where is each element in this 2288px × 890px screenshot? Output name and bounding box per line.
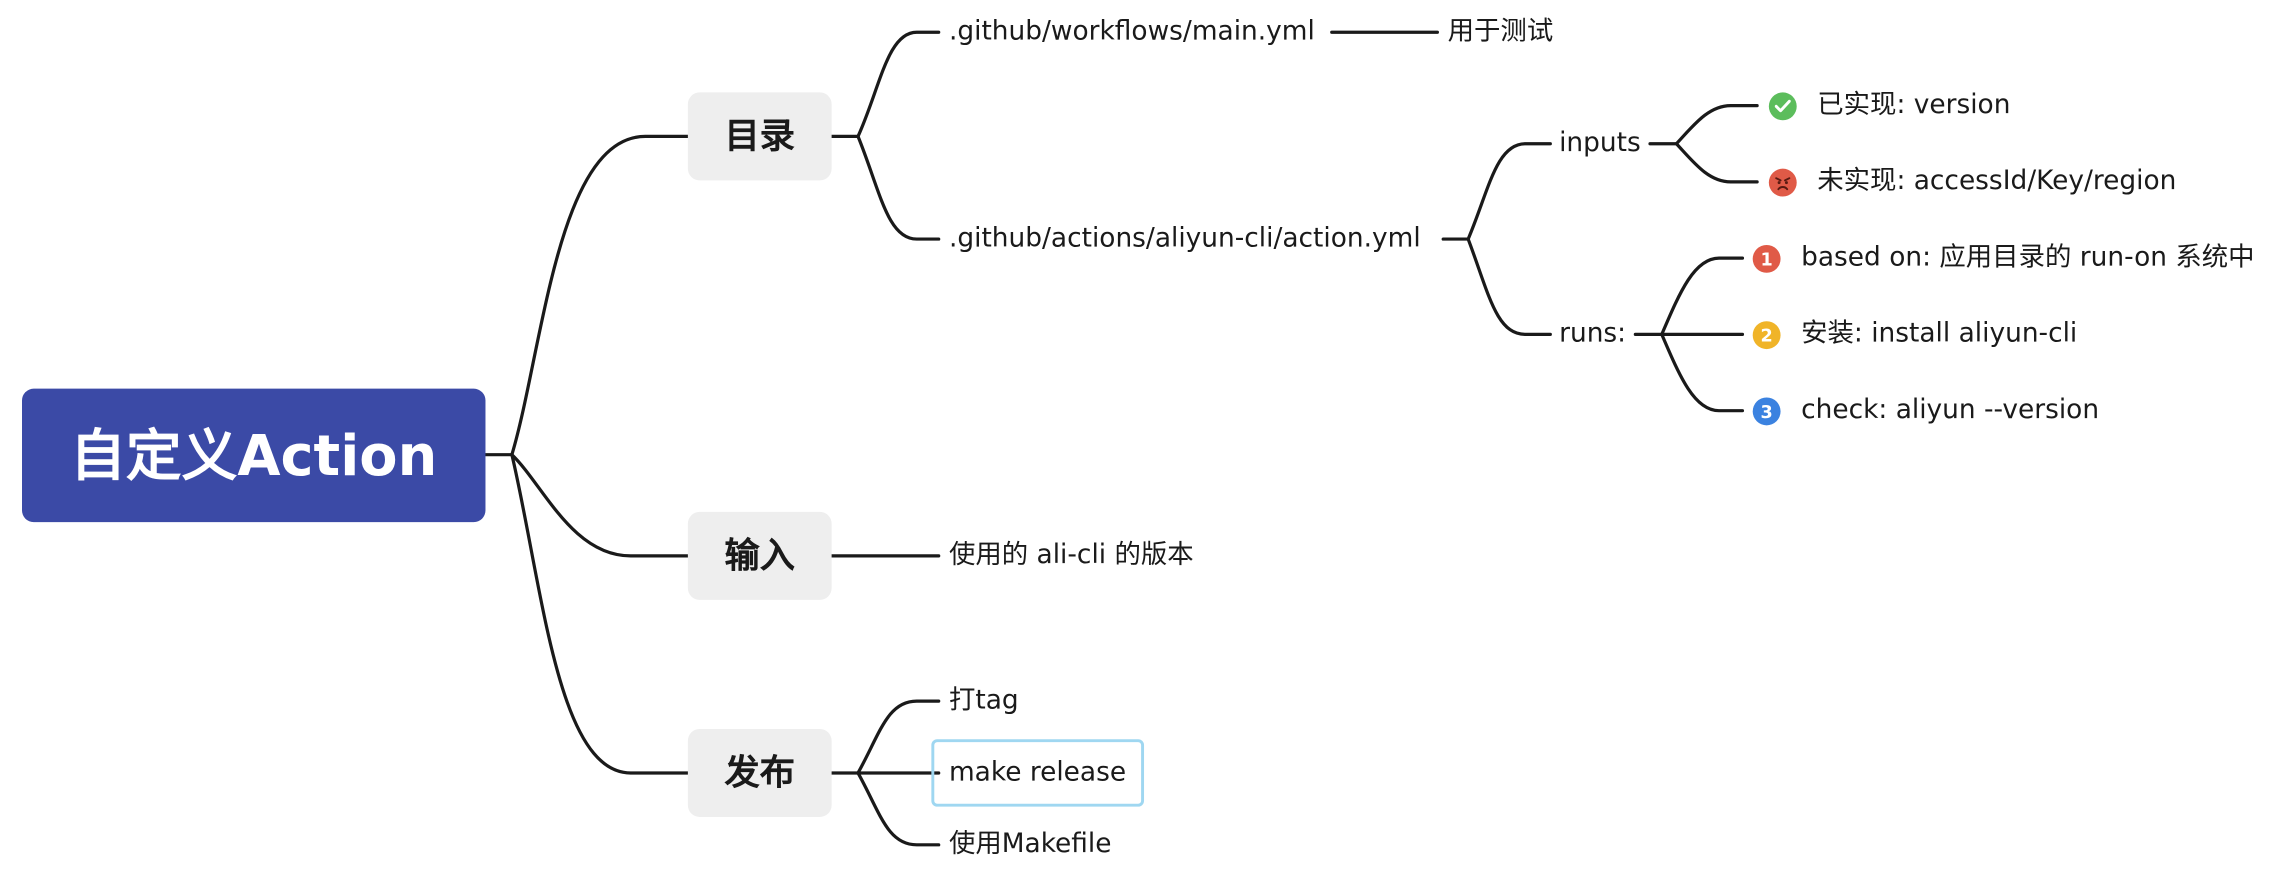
link-action-runs: [1466, 237, 1552, 337]
step-number-3-icon: 3: [1752, 397, 1781, 426]
link-action-inputs: [1466, 142, 1552, 241]
step-number-1-icon: 1: [1752, 244, 1781, 273]
topic-not-implemented[interactable]: 未实现: accessId/Key/region: [1817, 165, 2177, 197]
link-root-publish: [510, 453, 690, 775]
topic-workflow-note[interactable]: 用于测试: [1447, 16, 1554, 47]
link-inputs-not-implemented: [1674, 142, 1759, 184]
link-inputs-implemented: [1674, 103, 1759, 146]
branch-publish[interactable]: 发布: [687, 728, 832, 817]
link-publish-makefile: [856, 771, 941, 847]
link-directory-workflow: [856, 30, 941, 139]
link-runs-step-3: [1660, 332, 1745, 413]
topic-implemented[interactable]: 已实现: version: [1817, 89, 2011, 121]
topic-inputs[interactable]: inputs: [1559, 127, 1641, 159]
branch-input[interactable]: 输入: [687, 511, 832, 600]
topic-workflow-file[interactable]: .github/workflows/main.yml: [948, 16, 1315, 47]
check-mark-icon: [1768, 92, 1797, 121]
topic-publish-makefile[interactable]: 使用Makefile: [948, 828, 1112, 860]
link-publish-tag: [856, 699, 941, 775]
link-root-input: [510, 453, 690, 558]
link-root-directory: [510, 134, 690, 457]
root-topic[interactable]: 自定义Action: [22, 388, 486, 523]
step-number-2-icon: 2: [1752, 321, 1781, 350]
topic-step-1[interactable]: based on: 应用目录的 run-on 系统中: [1801, 242, 2255, 273]
topic-step-3[interactable]: check: aliyun --version: [1801, 394, 2100, 426]
topic-runs[interactable]: runs:: [1559, 318, 1627, 350]
link-runs-step-1: [1660, 256, 1745, 337]
topic-input-description[interactable]: 使用的 ali-cli 的版本: [948, 539, 1194, 571]
topic-action-file[interactable]: .github/actions/aliyun-cli/action.yml: [948, 222, 1421, 254]
angry-face-icon: [1768, 168, 1797, 197]
topic-publish-tag[interactable]: 打tag: [948, 684, 1019, 716]
link-directory-action: [856, 134, 941, 241]
branch-directory[interactable]: 目录: [687, 92, 832, 181]
topic-publish-release[interactable]: make release: [931, 739, 1144, 807]
topic-step-2[interactable]: 安装: install aliyun-cli: [1801, 318, 2078, 350]
